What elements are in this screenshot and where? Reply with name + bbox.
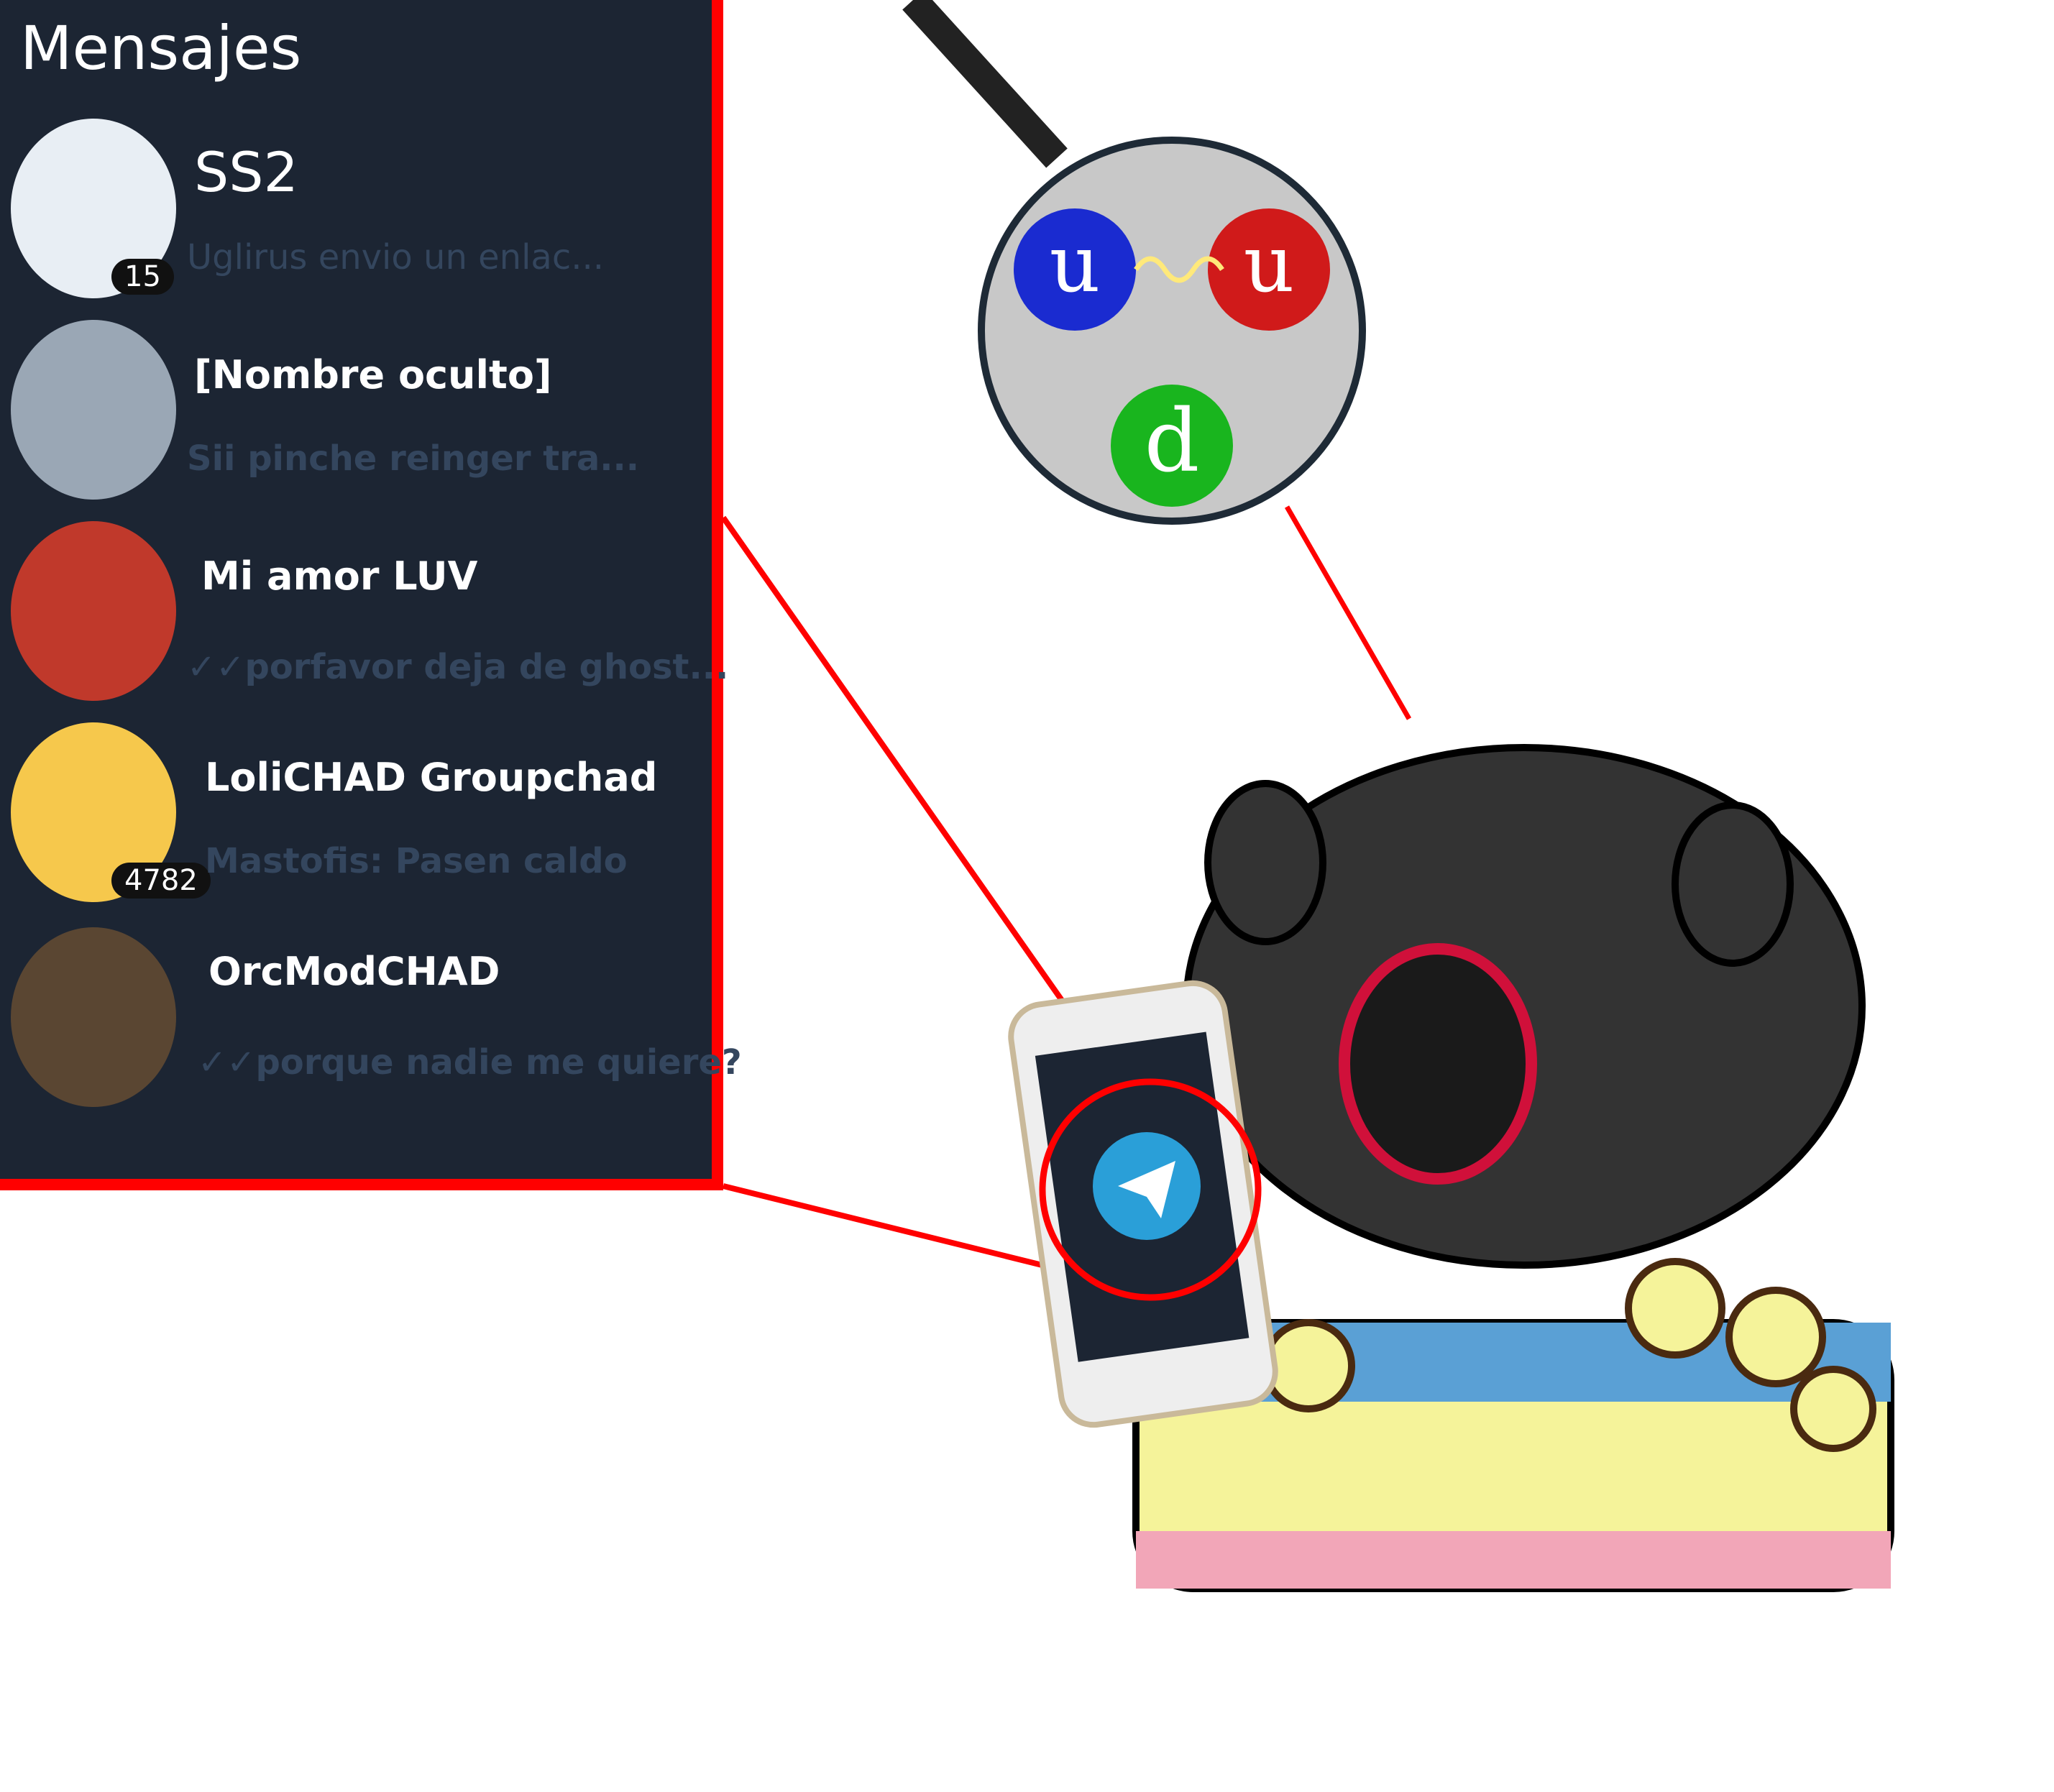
gluon-line: [1134, 256, 1224, 283]
callout-line: [720, 515, 1124, 1088]
chat-item[interactable]: 4782 LoliCHAD Groupchad Mastofis: Pasen …: [11, 722, 701, 916]
paper-plane-icon: [1118, 1161, 1175, 1218]
unread-badge: 15: [111, 259, 174, 295]
quark-label: u: [1244, 218, 1295, 310]
callout-line: [1284, 505, 1412, 720]
character-ear: [1204, 780, 1326, 945]
callout-line: [723, 1183, 1072, 1275]
chat-preview: Uglirus envio un enlac...: [187, 237, 604, 277]
chat-item[interactable]: OrcModCHAD ✓✓porque nadie me quiere?: [11, 927, 742, 1121]
avatar: [11, 927, 176, 1107]
magnifier-handle: [902, 0, 1068, 168]
chat-name: LoliCHAD Groupchad: [205, 755, 658, 800]
chat-name: [Nombre oculto]: [194, 352, 552, 398]
chat-preview: ✓✓porque nadie me quiere?: [198, 1042, 742, 1083]
character-body-stripe: [1136, 1531, 1891, 1589]
quark-label: u: [1050, 218, 1101, 310]
quark-up: [1208, 208, 1330, 331]
chat-item[interactable]: Mi amor LUV ✓✓porfavor deja de ghost...: [11, 521, 728, 715]
chat-preview: Sii pinche reinger tra...: [187, 438, 639, 479]
chat-name: SS2: [194, 140, 298, 204]
unread-badge: 4782: [111, 863, 211, 899]
avatar: [11, 521, 176, 701]
panel-title: Mensajes: [20, 13, 302, 83]
medal: [1790, 1366, 1876, 1452]
chat-preview: Mastofis: Pasen caldo: [205, 841, 628, 881]
character-ear: [1672, 801, 1794, 967]
chat-name: OrcModCHAD: [208, 949, 500, 994]
medal: [1725, 1287, 1826, 1387]
character-mouth: [1339, 943, 1537, 1185]
messages-panel: Mensajes 15 SS2 Uglirus envio un enlac..…: [0, 0, 742, 1190]
highlight-circle: [1039, 1078, 1262, 1301]
chat-name: Mi amor LUV: [201, 553, 478, 599]
quark-down: [1111, 385, 1233, 507]
avatar: [11, 320, 176, 500]
chat-item[interactable]: 15 SS2 Uglirus envio un enlac...: [11, 119, 701, 313]
quark-up: [1014, 208, 1136, 331]
medal: [1262, 1319, 1355, 1412]
quark-label: d: [1145, 392, 1200, 492]
medal: [1625, 1258, 1725, 1359]
chat-item[interactable]: [Nombre oculto] Sii pinche reinger tra..…: [11, 320, 701, 514]
chat-preview: ✓✓porfavor deja de ghost...: [187, 647, 729, 687]
